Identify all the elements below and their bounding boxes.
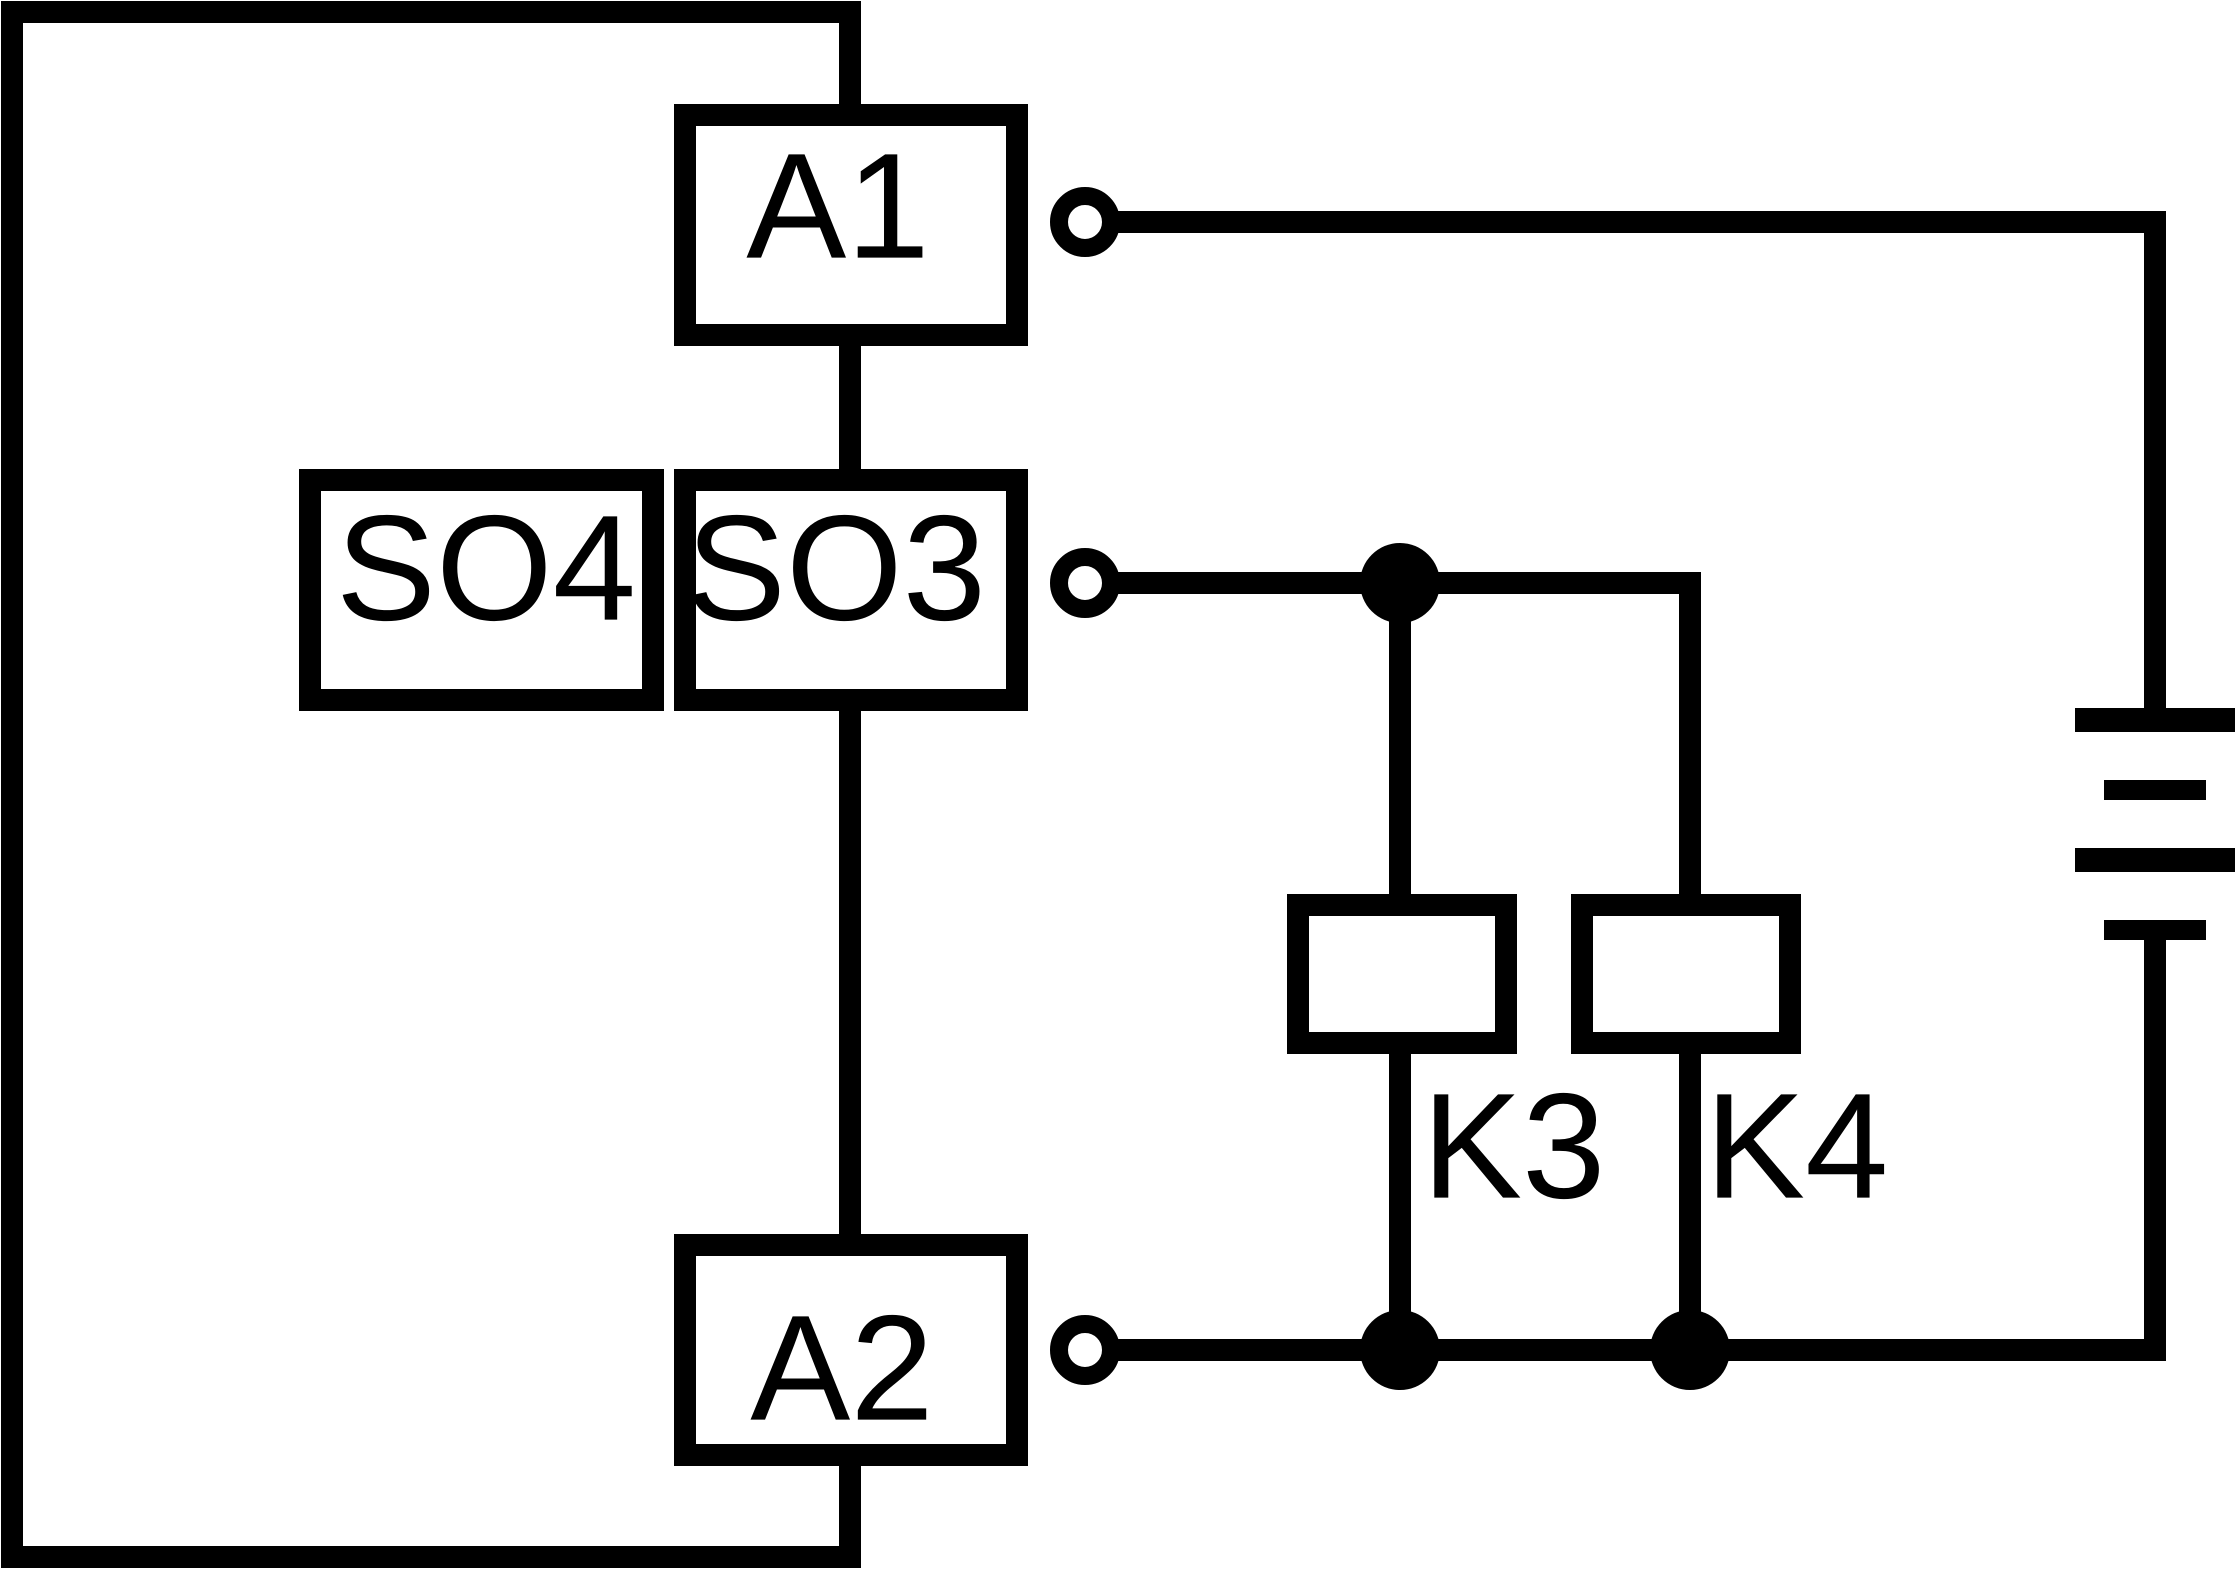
a2-terminal [1050,1315,1120,1385]
outer-loop-wire [1,1,861,1568]
a1-box [674,104,1028,346]
so3-label: SO3 [686,484,986,652]
battery-plate-1 [2075,708,2235,732]
a1-label: A1 [746,122,929,290]
a2-return-wire [1107,937,2166,1361]
so3-junction-node [1360,543,1440,623]
so4-box [299,469,664,711]
k4-coil [1571,894,1801,1054]
a1-terminal [1050,187,1120,257]
k4-junction-node [1650,1310,1730,1390]
so3-terminal [1050,548,1120,618]
battery-plate-4 [2104,920,2206,940]
k3-coil [1287,894,1517,1054]
a2-label: A2 [750,1284,933,1452]
so3-output-wire [1107,572,1701,916]
k3-label: K3 [1422,1062,1605,1230]
k3-junction-node [1360,1310,1440,1390]
so4-label: SO4 [336,484,636,652]
so3-box [674,469,1028,711]
a2-box [674,1234,1028,1466]
a1-supply-wire [1107,211,2166,726]
battery-plate-3 [2075,848,2235,872]
k4-label: K4 [1705,1062,1888,1230]
battery-plate-2 [2104,780,2206,800]
